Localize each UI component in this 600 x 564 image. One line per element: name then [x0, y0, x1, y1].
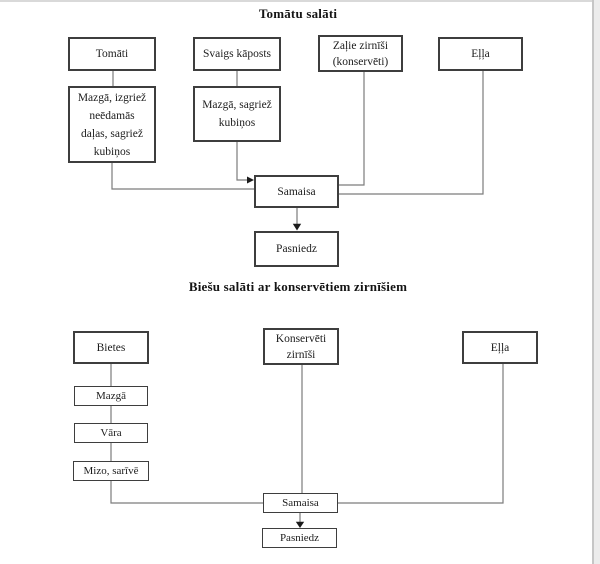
edge-mizo-to-samaisa2: [110, 481, 263, 504]
edge-ella-to-samaisa: [339, 71, 484, 195]
edge-zalie-to-samaisa: [339, 72, 365, 186]
node-ella: Eļļa: [438, 37, 523, 71]
node-vara: Vāra: [74, 423, 148, 443]
node-pasniedz-1: Pasniedz: [254, 231, 339, 267]
chart2-title: Biešu salāti ar konservētiem zirnīšiem: [188, 279, 408, 294]
node-svaigs-kaposts: Svaigs kāposts: [193, 37, 281, 71]
arrowhead-down-icon: [295, 521, 305, 528]
page-edge-band: [592, 0, 600, 564]
node-zalie-zirnisi: Zaļie zirnīši (konservēti): [318, 35, 403, 72]
node-mazga-izgriez: Mazgā, izgriež neēdamās daļas, sagriež k…: [68, 86, 156, 163]
node-ella-2: Eļļa: [462, 331, 538, 364]
node-samaisa-1: Samaisa: [254, 175, 339, 208]
node-pasniedz-2: Pasniedz: [262, 528, 337, 548]
arrowhead-down-icon: [292, 223, 302, 231]
node-bietes: Bietes: [73, 331, 149, 364]
edge-mazga-izgriez-to-samaisa: [111, 163, 254, 190]
node-mazga-sagriez: Mazgā, sagriež kubiņos: [193, 86, 281, 142]
arrowhead-right-icon: [247, 176, 254, 184]
node-mazga: Mazgā: [74, 386, 148, 406]
node-samaisa-2: Samaisa: [263, 493, 338, 513]
edge-ella2-to-samaisa2: [338, 364, 504, 504]
chart1-title: Tomātu salāti: [258, 6, 338, 21]
page-top-rule: [0, 0, 596, 2]
edge-mazga-sagriez-to-samaisa: [236, 142, 247, 181]
node-konserveti-zirnisi: Konservēti zirnīši: [263, 328, 339, 365]
node-tomati: Tomāti: [68, 37, 156, 71]
node-mizo-sarive: Mizo, sarīvē: [73, 461, 149, 481]
